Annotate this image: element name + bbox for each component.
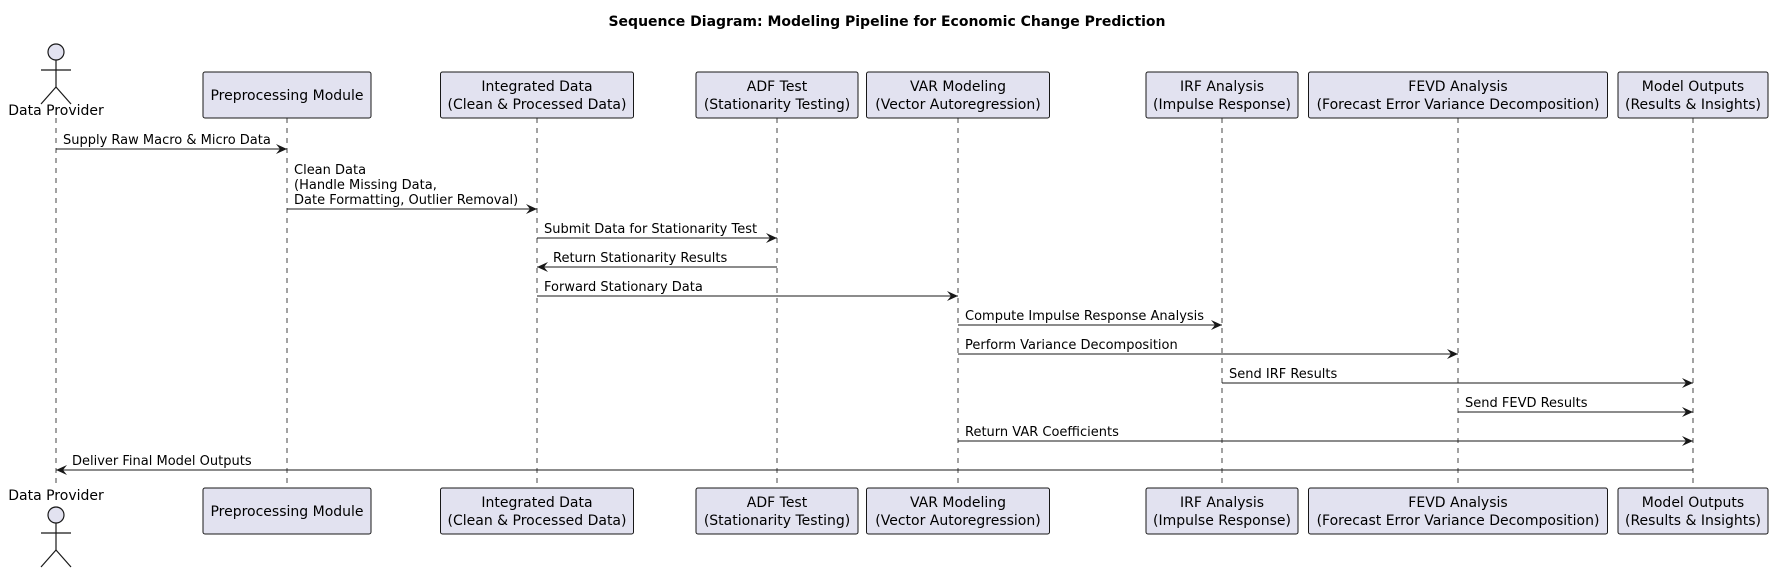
participant-label: VAR Modeling <box>910 79 1006 95</box>
participant-adf-top: ADF Test (Stationarity Testing) <box>695 71 859 119</box>
actor-figure-icon <box>40 43 72 105</box>
participant-box <box>440 71 634 119</box>
participant-label: (Forecast Error Variance Decomposition) <box>1317 97 1600 113</box>
actor-label: Data Provider <box>8 103 104 119</box>
message-var-to-irf: Compute Impulse Response Analysis <box>958 309 1222 330</box>
message-var-to-fevd: Perform Variance Decomposition <box>958 338 1458 359</box>
participant-box <box>1145 487 1299 535</box>
message-label: Submit Data for Stationarity Test <box>544 222 757 237</box>
participant-var-bottom: VAR Modeling (Vector Autoregression) <box>866 487 1050 535</box>
participant-box <box>202 71 372 119</box>
participant-label: Model Outputs <box>1642 495 1744 511</box>
participant-label: (Stationarity Testing) <box>704 97 850 113</box>
participant-box <box>1145 71 1299 119</box>
participant-box <box>1617 487 1769 535</box>
message-label: Perform Variance Decomposition <box>965 338 1178 353</box>
participant-label: Preprocessing Module <box>210 88 363 104</box>
message-label: Return VAR Coefficients <box>965 425 1119 440</box>
participant-integrated-bottom: Integrated Data (Clean & Processed Data) <box>440 487 634 535</box>
message-integrated-to-adf: Submit Data for Stationarity Test <box>537 222 777 243</box>
participant-box <box>440 487 634 535</box>
participant-label: (Clean & Processed Data) <box>448 513 627 529</box>
participant-box <box>1617 71 1769 119</box>
actor-label: Data Provider <box>8 488 104 504</box>
participant-label: FEVD Analysis <box>1408 79 1507 95</box>
participant-label: (Vector Autoregression) <box>875 513 1040 529</box>
participant-fevd-top: FEVD Analysis (Forecast Error Variance De… <box>1308 71 1608 119</box>
diagram-title: Sequence Diagram: Modeling Pipeline for … <box>608 14 1166 30</box>
message-label: Forward Stationary Data <box>544 280 703 295</box>
participant-label: (Impulse Response) <box>1153 513 1291 529</box>
participant-adf-bottom: ADF Test (Stationarity Testing) <box>695 487 859 535</box>
participant-label: (Clean & Processed Data) <box>448 97 627 113</box>
message-label: Send FEVD Results <box>1465 396 1588 411</box>
participant-outputs-bottom: Model Outputs (Results & Insights) <box>1617 487 1769 535</box>
message-provider-to-preprocess: Supply Raw Macro & Micro Data <box>56 133 287 154</box>
participant-label: (Impulse Response) <box>1153 97 1291 113</box>
participant-label: (Results & Insights) <box>1625 97 1761 113</box>
participant-irf-bottom: IRF Analysis (Impulse Response) <box>1145 487 1299 535</box>
participant-preprocess-top: Preprocessing Module <box>202 71 372 119</box>
participant-label: FEVD Analysis <box>1408 495 1507 511</box>
participant-box <box>695 487 859 535</box>
participant-irf-top: IRF Analysis (Impulse Response) <box>1145 71 1299 119</box>
actor-figure-icon <box>40 506 72 568</box>
participant-box <box>1308 71 1608 119</box>
participant-label: Model Outputs <box>1642 79 1744 95</box>
message-label: Clean Data <box>294 163 366 178</box>
message-fevd-to-outputs: Send FEVD Results <box>1458 396 1693 417</box>
participant-preprocess-bottom: Preprocessing Module <box>202 487 372 535</box>
participant-label: Preprocessing Module <box>210 504 363 520</box>
participant-label: VAR Modeling <box>910 495 1006 511</box>
participant-label: (Results & Insights) <box>1625 513 1761 529</box>
participant-label: (Forecast Error Variance Decomposition) <box>1317 513 1600 529</box>
message-integrated-to-var: Forward Stationary Data <box>537 280 958 301</box>
participant-label: IRF Analysis <box>1180 79 1264 95</box>
participant-var-top: VAR Modeling (Vector Autoregression) <box>866 71 1050 119</box>
participant-fevd-bottom: FEVD Analysis (Forecast Error Variance De… <box>1308 487 1608 535</box>
message-adf-to-integrated: Return Stationarity Results <box>537 251 777 272</box>
participant-label: Integrated Data <box>481 495 592 511</box>
participant-label: Integrated Data <box>481 79 592 95</box>
participant-integrated-top: Integrated Data (Clean & Processed Data) <box>440 71 634 119</box>
message-label: Supply Raw Macro & Micro Data <box>63 133 271 148</box>
actor-provider-top: Data Provider <box>8 43 104 119</box>
message-label: Date Formatting, Outlier Removal) <box>294 193 518 208</box>
message-irf-to-outputs: Send IRF Results <box>1222 367 1693 388</box>
participant-box <box>695 71 859 119</box>
message-label: Send IRF Results <box>1229 367 1338 382</box>
participant-box <box>1308 487 1608 535</box>
participant-box <box>866 487 1050 535</box>
message-outputs-to-provider: Deliver Final Model Outputs <box>56 454 1693 475</box>
participant-outputs-top: Model Outputs (Results & Insights) <box>1617 71 1769 119</box>
participant-label: ADF Test <box>747 79 808 95</box>
participant-label: IRF Analysis <box>1180 495 1264 511</box>
participant-box <box>202 487 372 535</box>
participant-headers: Data Provider Preprocessing Module Integra… <box>8 43 1769 119</box>
actor-provider-bottom: Data Provider <box>8 488 104 568</box>
participant-label: (Vector Autoregression) <box>875 97 1040 113</box>
message-label: (Handle Missing Data, <box>294 178 437 193</box>
message-label: Return Stationarity Results <box>553 251 728 266</box>
participant-label: ADF Test <box>747 495 808 511</box>
lifelines <box>55 118 1694 488</box>
participant-label: (Stationarity Testing) <box>704 513 850 529</box>
message-label: Compute Impulse Response Analysis <box>965 309 1204 324</box>
message-label: Deliver Final Model Outputs <box>72 454 252 469</box>
participant-box <box>866 71 1050 119</box>
message-var-to-outputs: Return VAR Coefficients <box>958 425 1693 446</box>
message-preprocess-to-integrated: Clean Data(Handle Missing Data,Date Form… <box>287 163 537 214</box>
